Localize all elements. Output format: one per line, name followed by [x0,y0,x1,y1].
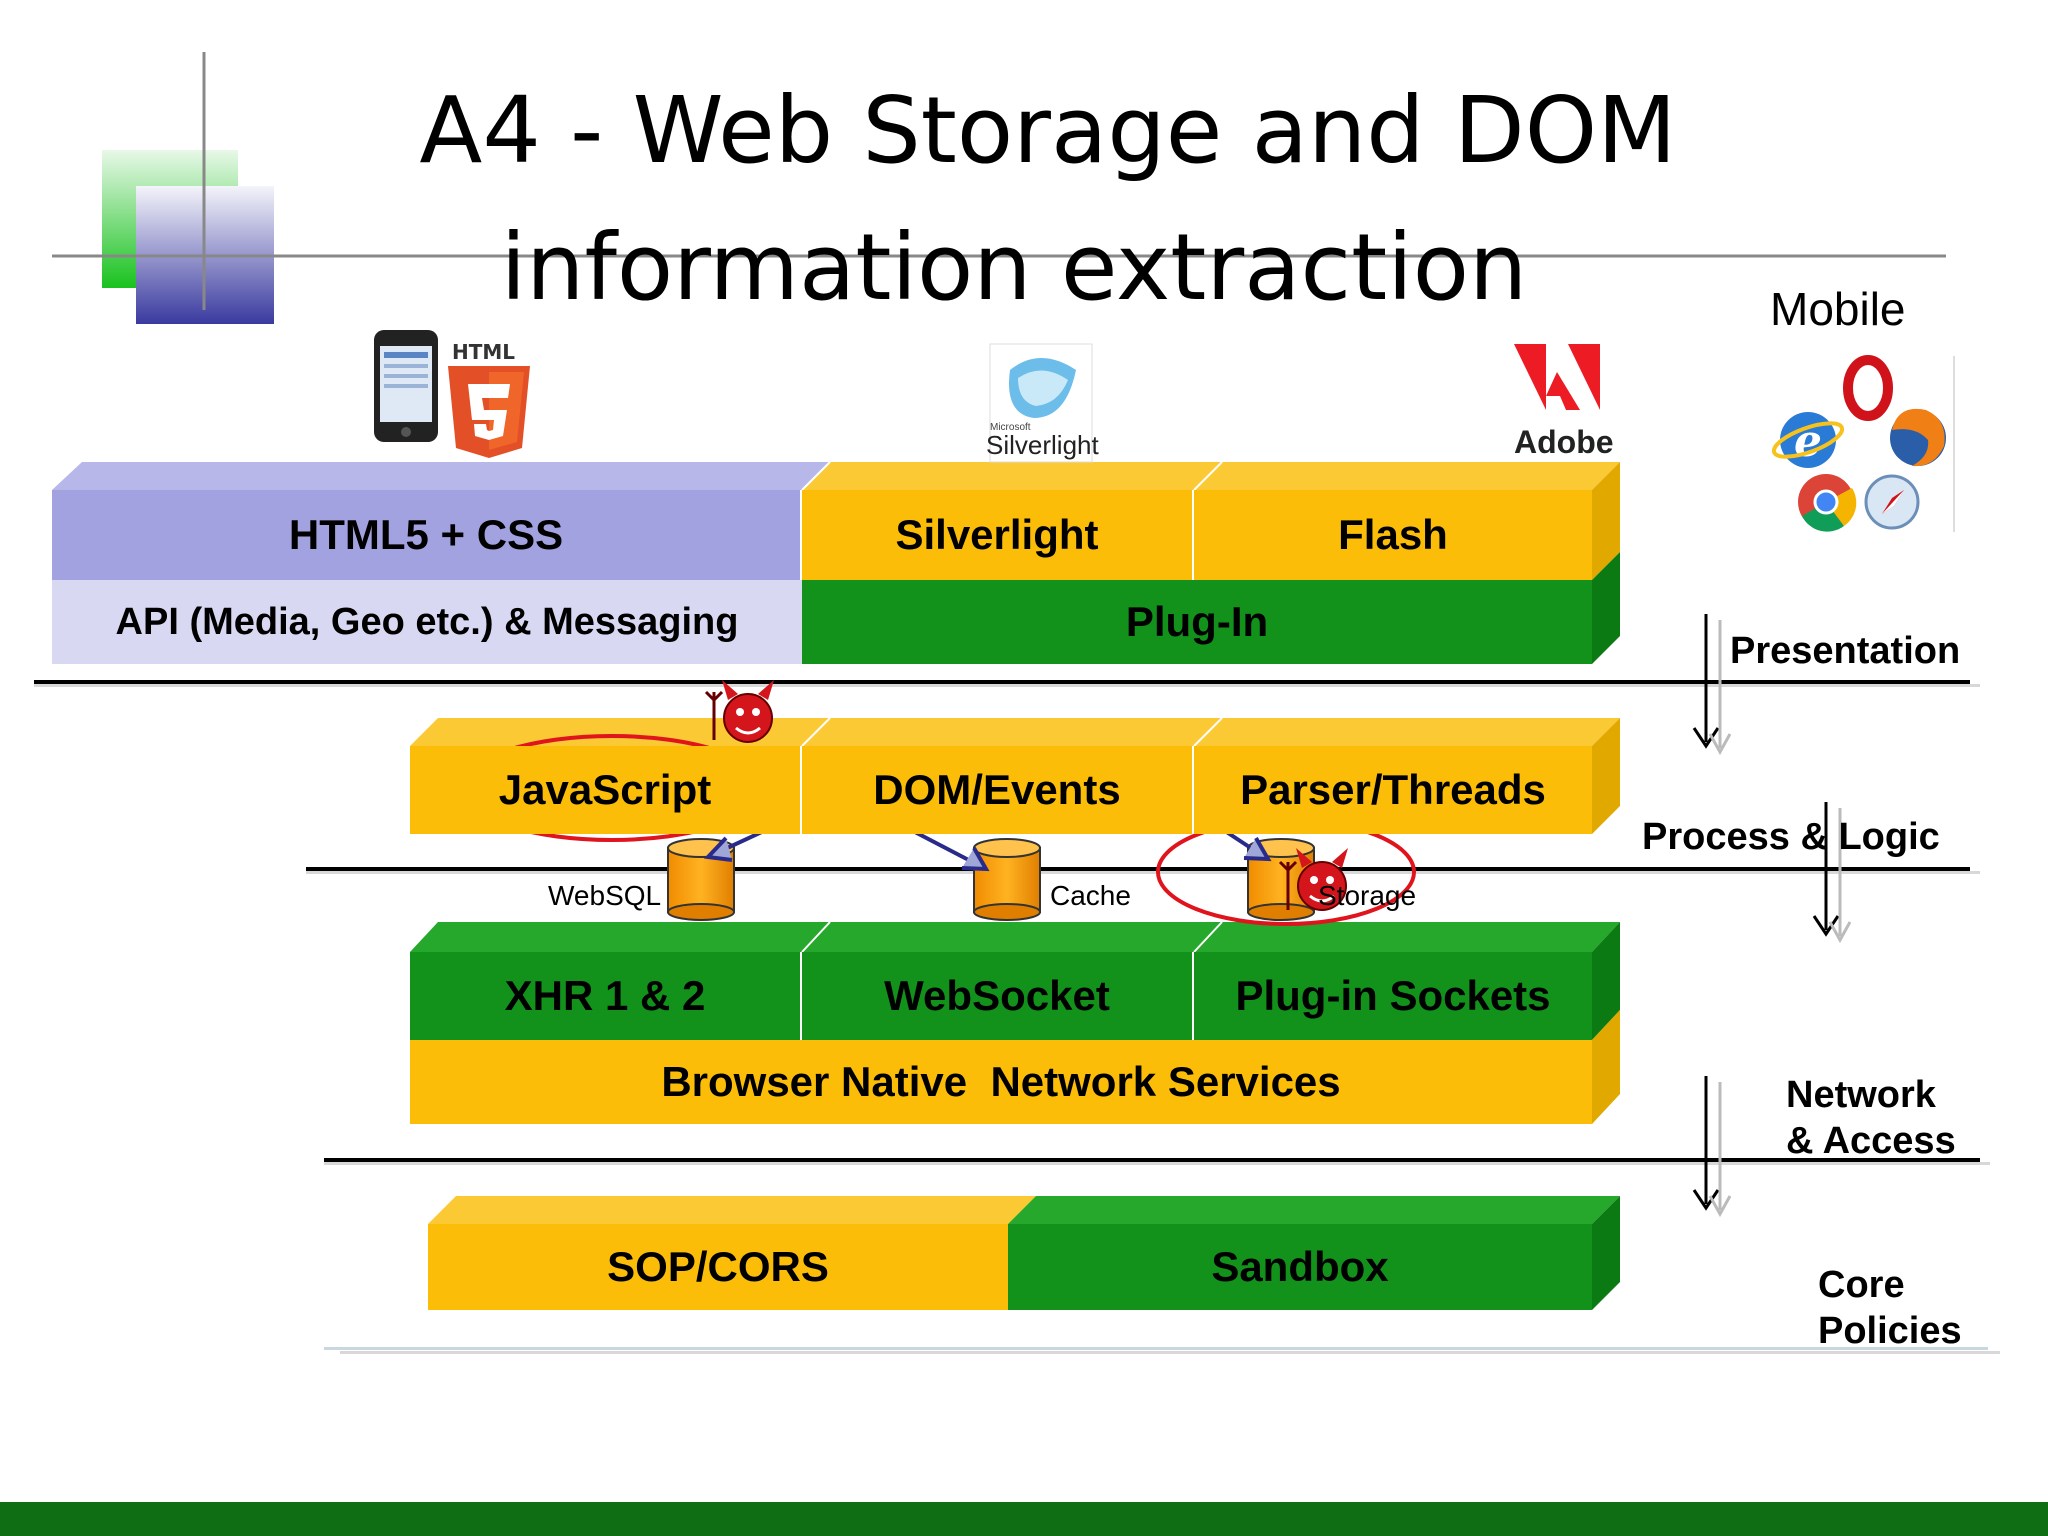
mobile-label: Mobile [1770,283,1906,335]
silverlight-box: Silverlight [802,490,1194,580]
websocket-box: WebSocket [802,952,1194,1040]
html5-css-box: HTML5 + CSS [52,490,802,580]
iphone-icon [374,330,438,442]
logic-separator [306,867,1970,871]
cache-database-icon [973,838,1041,921]
devil-icon [704,680,774,743]
silverlight-logo-icon [989,343,1093,463]
dom-events-box: DOM/Events [802,746,1194,834]
html5-label: HTML [452,340,516,364]
sandbox-box: Sandbox [1008,1224,1592,1310]
flow-arrow-logic [1812,802,1840,937]
silverlight-microsoft-label: Microsoft [990,422,1031,433]
plugin-sockets-box: Plug-in Sockets [1194,952,1592,1040]
footer-bar [0,1502,2048,1536]
html5-logo-icon [448,366,530,458]
adobe-logo-label: Adobe [1514,424,1614,460]
network-access-label-1: Network [1786,1074,1936,1116]
flash-box: Flash [1194,490,1592,580]
core-separator [324,1347,1988,1350]
network-access-label-2: & Access [1786,1120,1956,1162]
parser-threads-box: Parser/Threads [1194,746,1592,834]
core-policies-label-1: Core [1818,1264,1905,1306]
title-line-2: information extraction [500,214,1528,321]
presentation-label: Presentation [1730,630,1961,672]
silverlight-logo-label: Silverlight [986,430,1099,460]
xhr-box: XHR 1 & 2 [410,952,802,1040]
devil-icon [1278,848,1348,911]
plugin-box: Plug-In [802,580,1592,664]
api-messaging-box: API (Media, Geo etc.) & Messaging [52,580,802,664]
network-separator [324,1158,1980,1162]
opera-icon [1843,355,1893,421]
browser-native-network-box: Browser Native Network Services [410,1040,1592,1124]
core-policies-label-2: Policies [1818,1310,1962,1352]
title-line-1: A4 - Web Storage and DOM [419,77,1677,184]
browser-logos-icon: e [1771,355,1955,532]
cache-label: Cache [1050,880,1131,911]
javascript-box: JavaScript [410,746,802,834]
storage-label: Storage [1318,880,1417,911]
process-logic-label: Process & Logic [1642,816,1940,858]
flow-arrow-network [1692,1076,1720,1211]
presentation-separator [34,680,1970,684]
websql-label: WebSQL [548,880,662,911]
sop-cors-box: SOP/CORS [428,1224,1008,1310]
flow-arrow-presentation [1692,614,1720,749]
internet-explorer-icon [1780,412,1836,468]
adobe-logo-icon [1514,344,1600,410]
